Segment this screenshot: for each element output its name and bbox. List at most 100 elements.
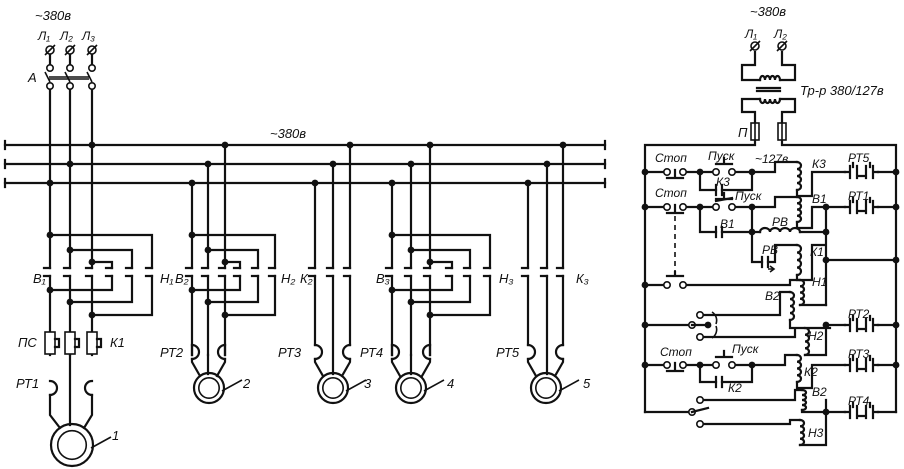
junction-dot <box>822 256 830 264</box>
junction-dot <box>407 246 415 254</box>
b2-coil-2-label: В2 <box>812 385 827 399</box>
rt4-contact-label: РТ4 <box>848 394 870 408</box>
stop-button-3 <box>665 361 685 373</box>
motor1-leads <box>48 353 94 430</box>
junction-dot <box>426 258 434 266</box>
transformer-core <box>755 86 782 93</box>
motor-5-leader <box>558 379 580 392</box>
fuse-label: П <box>738 125 748 140</box>
b1-contact-label: В1 <box>720 217 735 231</box>
junction-dot <box>696 168 704 176</box>
junction-dot <box>188 179 196 187</box>
rt3-label: РТ3 <box>278 345 302 360</box>
junction-dot <box>46 231 54 239</box>
h2-label: Н₂ <box>281 271 295 286</box>
start1-label: Пуск <box>708 149 736 163</box>
k2-power-label: К₂ <box>300 271 313 286</box>
start3-label: Пуск <box>732 342 760 356</box>
terminal-circle <box>678 360 687 369</box>
junction-dot <box>892 256 900 264</box>
terminal-circle <box>695 395 704 404</box>
terminal-circle <box>662 280 671 289</box>
k2-holding-wire <box>698 363 754 384</box>
b2-coil <box>788 290 796 322</box>
terminal-circle <box>678 203 687 212</box>
terminal-circle <box>727 203 736 212</box>
thermal-relay-heater <box>216 343 227 361</box>
junction-dot <box>543 160 551 168</box>
terminal-circle <box>678 280 687 289</box>
h1-label: Н₁ <box>160 271 174 286</box>
contactor-ps-k1 <box>64 331 76 355</box>
h3-coil <box>798 418 806 447</box>
reversing-top-links <box>48 233 154 270</box>
junction-dot <box>346 141 354 149</box>
motor-5-outer <box>529 371 563 405</box>
junction-dot <box>311 179 319 187</box>
junction-dot <box>892 321 900 329</box>
junction-dot <box>641 321 649 329</box>
transformer-primary-coil <box>758 74 782 82</box>
phase-l1-label: Л₁ <box>37 29 50 43</box>
start-button-3 <box>714 349 734 359</box>
wires <box>3 50 898 447</box>
stop2-label: Стоп <box>655 186 687 200</box>
b1-holding-wire <box>698 205 898 307</box>
motor-4-inner <box>399 376 422 399</box>
junction-dot <box>892 168 900 176</box>
junction-dot <box>407 298 415 306</box>
h3-coil-label: Н3 <box>808 426 824 440</box>
control-l2-label: Л₂ <box>773 27 787 41</box>
contact <box>217 266 227 278</box>
junction-dot <box>696 361 704 369</box>
contact <box>232 266 242 278</box>
thermal-relay-heater <box>83 379 94 397</box>
transformer-secondary <box>740 97 797 125</box>
junction-dot <box>822 203 830 211</box>
start-button-2-nc-bar <box>714 196 734 203</box>
terminal-slash <box>44 44 56 56</box>
junction-dot <box>748 228 756 236</box>
contact <box>422 266 432 278</box>
terminal-circle <box>45 64 54 73</box>
k1-coil-label: К1 <box>810 245 824 259</box>
rt2-contact <box>843 314 880 333</box>
thermal-relay-heater <box>190 343 201 361</box>
motor-leads <box>190 343 227 378</box>
b1-holding-contact <box>714 225 724 239</box>
junction-dot <box>388 179 396 187</box>
junction-dot <box>426 141 434 149</box>
terminal-circle <box>711 203 720 212</box>
k1-coil <box>795 243 803 277</box>
bus-end-ticks <box>3 139 607 189</box>
rt1-contact <box>843 196 880 215</box>
k2-holding-contact <box>714 375 724 389</box>
contactor-ps-k1-contact <box>73 337 81 349</box>
junction-dot <box>748 361 756 369</box>
contactor-ps-k1-contact <box>53 337 61 349</box>
reversing-bottom-links <box>190 274 277 317</box>
junction-dot <box>204 246 212 254</box>
k2-contact-label: К2 <box>728 381 742 395</box>
k1-label: К1 <box>110 335 125 350</box>
switch-a-label: А <box>27 70 37 85</box>
junction-dot <box>426 311 434 319</box>
junction-dot <box>88 311 96 319</box>
control-top-wire <box>643 138 898 414</box>
phase-l2-label: Л₂ <box>59 29 73 43</box>
contact <box>539 266 549 278</box>
junction-dot <box>822 228 830 236</box>
terminal-circle <box>88 64 97 73</box>
control-l1-label: Л₁ <box>744 27 757 41</box>
terminal-circle <box>662 360 671 369</box>
junction-dot <box>46 286 54 294</box>
k2-coil-label: К2 <box>804 365 818 379</box>
reversing-top-links <box>390 233 492 270</box>
terminal-circle <box>711 360 720 369</box>
start-button-h1 <box>665 270 685 278</box>
motor-3-outer <box>316 371 350 405</box>
k3-holding-contact <box>714 183 724 197</box>
motor-3-inner <box>321 376 344 399</box>
junction-dot <box>559 141 567 149</box>
motor-1-leader <box>90 436 112 449</box>
